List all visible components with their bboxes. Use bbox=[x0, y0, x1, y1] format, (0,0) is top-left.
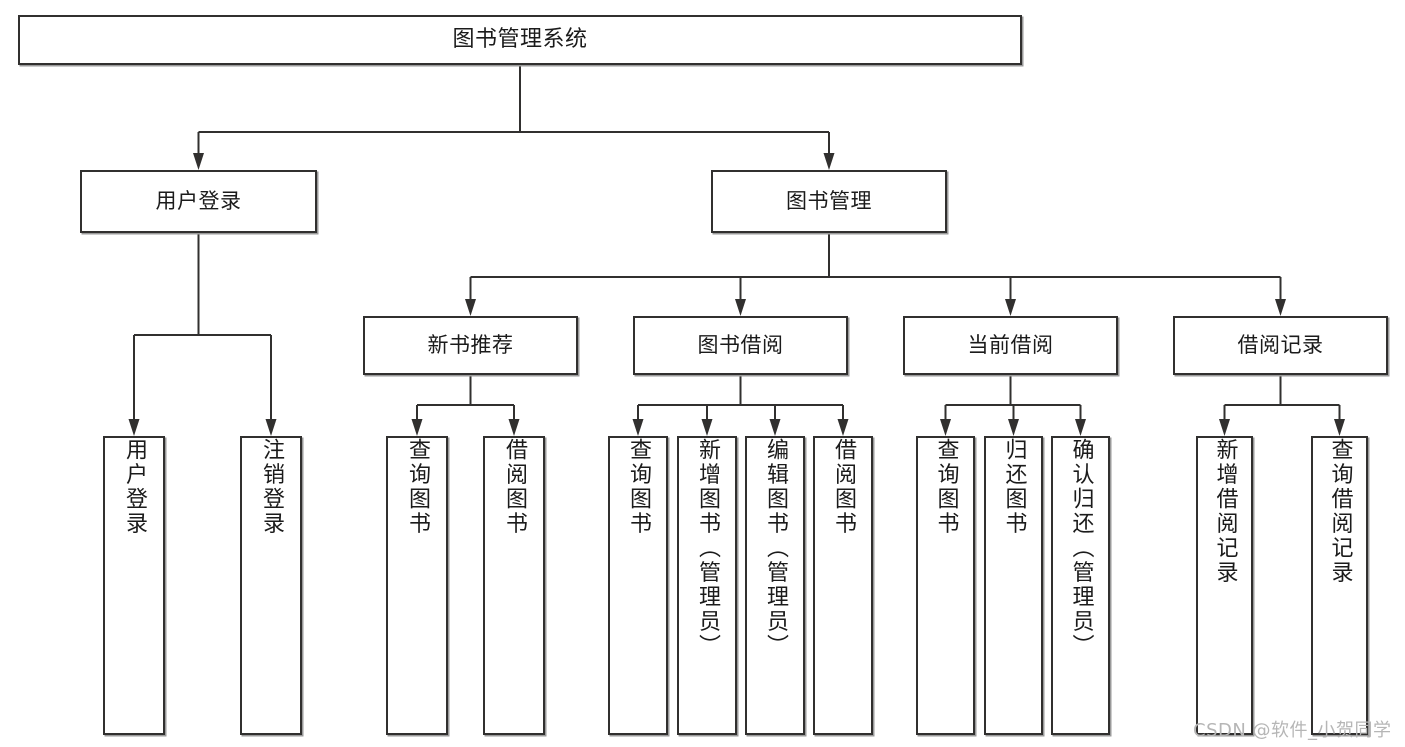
node-leaf-rec-add[interactable]: 新增借阅记录 bbox=[1196, 436, 1253, 735]
arrowhead-root-0 bbox=[193, 153, 204, 170]
node-leaf-nb-query[interactable]: 查询图书 bbox=[386, 436, 448, 735]
arrowhead-newbook-1 bbox=[508, 419, 520, 436]
arrowhead-bookmgmt-0 bbox=[465, 299, 476, 316]
arrowhead-borrow-3 bbox=[837, 419, 849, 436]
node-label-leaf-bw-borrow: 借阅图书 bbox=[831, 438, 856, 536]
node-leaf-bw-add[interactable]: 新增图书（管理员） bbox=[677, 436, 737, 735]
node-label-leaf-rec-query: 查询借阅记录 bbox=[1327, 438, 1353, 585]
arrowhead-borrow-1 bbox=[701, 419, 713, 436]
node-label-leaf-bw-edit: 编辑图书（管理员） bbox=[763, 438, 788, 659]
arrowhead-records-0 bbox=[1219, 419, 1230, 436]
node-label-leaf-cur-query: 查询图书 bbox=[933, 438, 959, 536]
node-label-newbook: 新书推荐 bbox=[427, 333, 514, 358]
node-leaf-nb-borrow[interactable]: 借阅图书 bbox=[483, 436, 545, 735]
node-label-leaf-cur-return: 归还图书 bbox=[1001, 438, 1027, 536]
node-leaf-bw-borrow[interactable]: 借阅图书 bbox=[813, 436, 873, 735]
node-label-leaf-logout: 注销登录 bbox=[259, 438, 284, 536]
node-current[interactable]: 当前借阅 bbox=[903, 316, 1118, 375]
node-leaf-logout[interactable]: 注销登录 bbox=[240, 436, 302, 735]
node-borrow[interactable]: 图书借阅 bbox=[633, 316, 848, 375]
csdn-watermark: CSDN @软件_小贺同学 bbox=[1193, 720, 1392, 741]
node-label-current: 当前借阅 bbox=[967, 333, 1054, 358]
node-leaf-rec-query[interactable]: 查询借阅记录 bbox=[1311, 436, 1368, 735]
arrowhead-newbook-0 bbox=[411, 419, 423, 436]
node-label-leaf-cur-confirm: 确认归还（管理员） bbox=[1068, 438, 1094, 659]
arrowhead-login-1 bbox=[265, 419, 277, 436]
node-label-leaf-user-login: 用户登录 bbox=[122, 438, 147, 536]
arrowhead-borrow-0 bbox=[632, 419, 644, 436]
node-label-root: 图书管理系统 bbox=[452, 27, 588, 53]
arrowhead-login-0 bbox=[128, 419, 140, 436]
node-label-borrow: 图书借阅 bbox=[697, 333, 784, 358]
node-leaf-cur-return[interactable]: 归还图书 bbox=[984, 436, 1043, 735]
node-login[interactable]: 用户登录 bbox=[80, 170, 317, 233]
arrowhead-bookmgmt-3 bbox=[1275, 299, 1286, 316]
node-root[interactable]: 图书管理系统 bbox=[18, 15, 1022, 65]
arrowhead-borrow-2 bbox=[769, 419, 781, 436]
node-leaf-bw-query[interactable]: 查询图书 bbox=[608, 436, 668, 735]
node-label-bookmgmt: 图书管理 bbox=[786, 189, 872, 214]
node-label-leaf-rec-add: 新增借阅记录 bbox=[1212, 438, 1238, 585]
arrowhead-current-1 bbox=[1008, 419, 1019, 436]
node-records[interactable]: 借阅记录 bbox=[1173, 316, 1388, 375]
node-leaf-user-login[interactable]: 用户登录 bbox=[103, 436, 165, 735]
node-label-records: 借阅记录 bbox=[1237, 333, 1324, 358]
node-bookmgmt[interactable]: 图书管理 bbox=[711, 170, 947, 233]
node-leaf-cur-confirm[interactable]: 确认归还（管理员） bbox=[1051, 436, 1110, 735]
node-label-login: 用户登录 bbox=[155, 189, 242, 214]
node-label-leaf-bw-add: 新增图书（管理员） bbox=[695, 438, 720, 659]
arrowhead-current-2 bbox=[1075, 419, 1086, 436]
node-leaf-cur-query[interactable]: 查询图书 bbox=[916, 436, 975, 735]
arrowhead-bookmgmt-1 bbox=[735, 299, 746, 316]
arrowhead-records-1 bbox=[1334, 419, 1345, 436]
node-label-leaf-nb-query: 查询图书 bbox=[405, 438, 430, 536]
arrowhead-root-1 bbox=[823, 153, 835, 170]
node-label-leaf-nb-borrow: 借阅图书 bbox=[502, 438, 527, 536]
arrowhead-bookmgmt-2 bbox=[1005, 299, 1016, 316]
node-label-leaf-bw-query: 查询图书 bbox=[626, 438, 651, 536]
arrowhead-current-0 bbox=[940, 419, 951, 436]
node-newbook[interactable]: 新书推荐 bbox=[363, 316, 578, 375]
node-leaf-bw-edit[interactable]: 编辑图书（管理员） bbox=[745, 436, 805, 735]
